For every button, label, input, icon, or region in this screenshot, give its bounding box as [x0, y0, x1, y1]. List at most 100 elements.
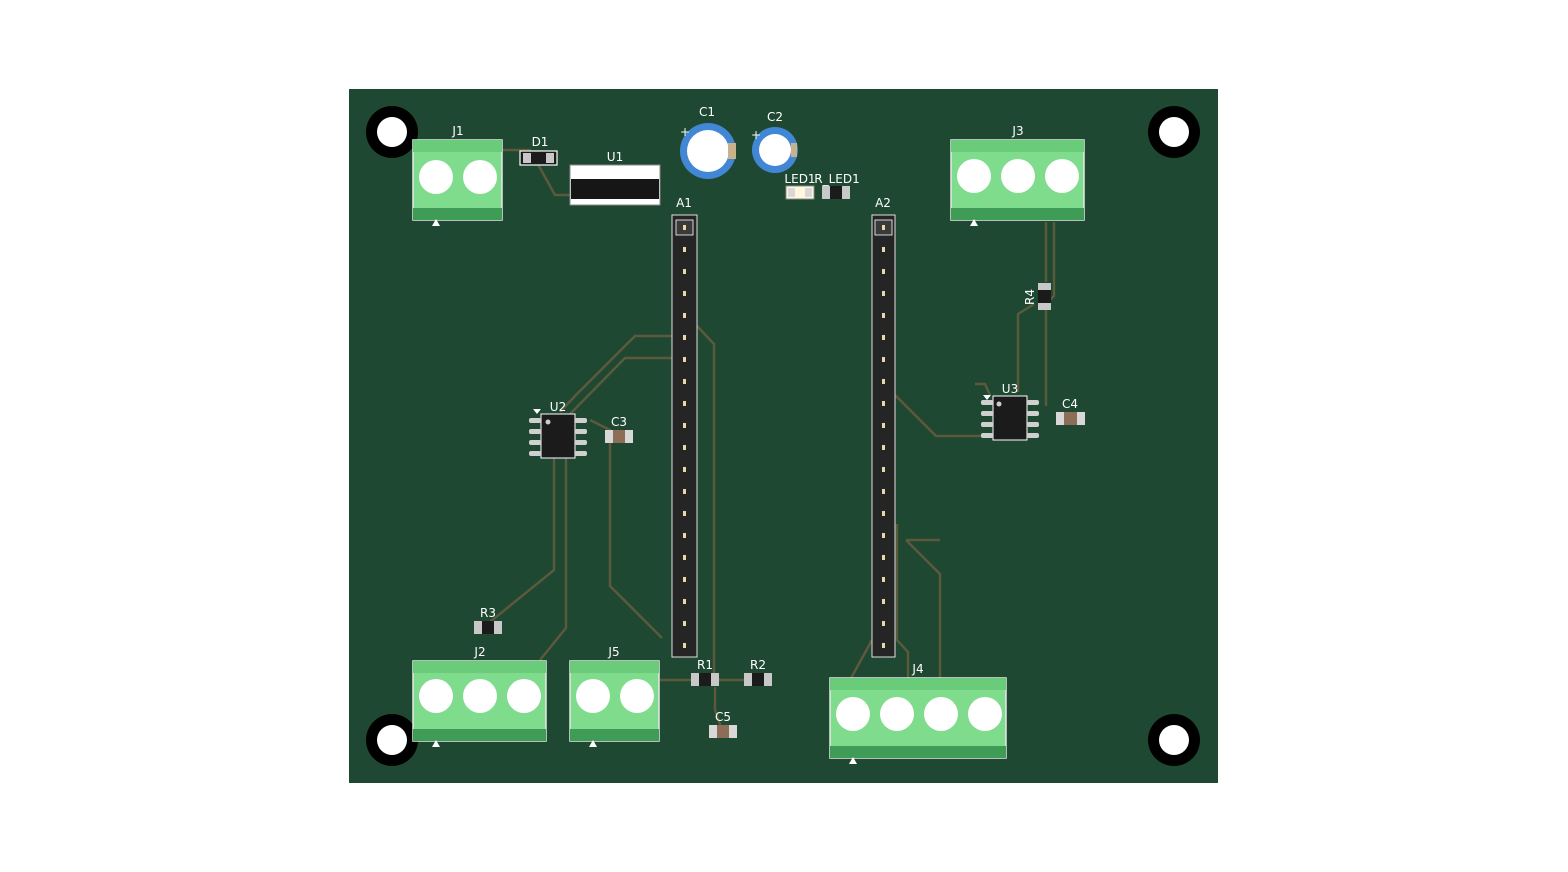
regulator-u1: U1 [569, 150, 661, 206]
resistor-pad [494, 621, 502, 634]
ref-h4: H4 [1166, 734, 1183, 748]
ref-j1: J1 [451, 124, 463, 138]
capacitor-pad [605, 430, 613, 443]
resistor-pad [764, 673, 772, 686]
capacitor-c5: C5 [709, 710, 737, 738]
ref-h2: H2 [1166, 126, 1183, 140]
terminal-screw [620, 679, 654, 713]
resistor-r3: R3 [474, 606, 502, 634]
mounting-hole-h2: H2 [1148, 106, 1200, 158]
ref-c3: C3 [611, 415, 627, 429]
resistor-r1: R1 [691, 658, 719, 686]
ref-r-led1: R_LED1 [814, 172, 859, 186]
resistor-r4: R4 [1023, 283, 1051, 310]
capacitor-c3: C3 [605, 415, 633, 443]
terminal-screw [1001, 159, 1035, 193]
capacitor-pad [1056, 412, 1064, 425]
mounting-hole-drill [1159, 117, 1189, 147]
resistor-r2: R2 [744, 658, 772, 686]
ref-u1: U1 [607, 150, 623, 164]
header-body [871, 214, 896, 658]
terminal-screw [576, 679, 610, 713]
terminal-bottom-strip [830, 746, 1006, 758]
resistor-pad [474, 621, 482, 634]
terminal-screw [957, 159, 991, 193]
led-led1: LED1 [784, 172, 816, 200]
copper-traces [484, 148, 1056, 731]
header-body [671, 214, 698, 658]
capacitor-c1: + C1 [680, 105, 736, 179]
triangle-marker-icon [983, 395, 991, 400]
regulator-tab [571, 179, 659, 199]
triangle-marker-icon [849, 757, 857, 764]
terminal-block-j3: J3 [950, 124, 1085, 226]
diode-pad [523, 153, 531, 163]
resistor-pad [711, 673, 719, 686]
capacitor-top [759, 134, 791, 166]
terminal-block-j5: J5 [569, 645, 660, 747]
ref-c5: C5 [715, 710, 731, 724]
triangle-marker-icon [589, 740, 597, 747]
resistor-pad [822, 186, 830, 199]
terminal-bottom-strip [413, 729, 546, 741]
ic-pin1-dot [545, 419, 551, 425]
terminal-bottom-strip [951, 208, 1084, 220]
mounting-hole-h1: H1 [366, 106, 418, 158]
ref-j3: J3 [1011, 124, 1023, 138]
ic-pins [529, 418, 587, 456]
ic-pins [981, 400, 1039, 438]
mounting-hole-h3: H3 [366, 714, 418, 766]
diode-pad [546, 153, 554, 163]
ref-r2: R2 [750, 658, 766, 672]
ref-j2: J2 [473, 645, 485, 659]
mounting-hole-drill [1159, 725, 1189, 755]
terminal-screw [419, 160, 453, 194]
capacitor-pad [709, 725, 717, 738]
terminal-screw [968, 697, 1002, 731]
terminal-top-strip [951, 140, 1084, 152]
triangle-marker-icon [970, 219, 978, 226]
terminal-screw [419, 679, 453, 713]
terminal-top-strip [413, 661, 546, 673]
terminal-screw [924, 697, 958, 731]
resistor-pad [691, 673, 699, 686]
ref-c1: C1 [699, 105, 715, 119]
header-pins [882, 225, 885, 648]
capacitor-pad [1077, 412, 1085, 425]
terminal-bottom-strip [413, 208, 502, 220]
terminal-screw [1045, 159, 1079, 193]
resistor-pad [842, 186, 850, 199]
resistor-pad [744, 673, 752, 686]
resistor-pad [1038, 283, 1051, 290]
terminal-screw [463, 160, 497, 194]
plus-sign-icon: + [751, 128, 761, 142]
terminal-top-strip [570, 661, 659, 673]
ref-r3: R3 [480, 606, 496, 620]
resistor-r-led1: R_LED1 [814, 172, 860, 199]
led-pad [805, 188, 812, 197]
ref-u2: U2 [550, 400, 566, 414]
triangle-marker-icon [533, 409, 541, 414]
ref-c2: C2 [767, 110, 783, 124]
ref-c4: C4 [1062, 397, 1078, 411]
ref-a1: A1 [676, 196, 692, 210]
resistor-pad [1038, 303, 1051, 310]
ref-u3: U3 [1002, 382, 1018, 396]
led-pad [788, 188, 795, 197]
ref-d1: D1 [532, 135, 549, 149]
capacitor-pad [729, 725, 737, 738]
pin-header-a2: A2 [871, 196, 896, 658]
capacitor-top [687, 130, 729, 172]
capacitor-stripe [791, 143, 797, 157]
ref-j5: J5 [607, 645, 619, 659]
terminal-top-strip [830, 678, 1006, 690]
terminal-block-j4: J4 [829, 662, 1007, 764]
ic-u2: U2 [529, 400, 587, 459]
mounting-hole-h4: H4 [1148, 714, 1200, 766]
triangle-marker-icon [432, 219, 440, 226]
ref-r1: R1 [697, 658, 713, 672]
capacitor-pad [625, 430, 633, 443]
diode-d1: D1 [519, 135, 558, 166]
ref-h3: H3 [384, 734, 401, 748]
